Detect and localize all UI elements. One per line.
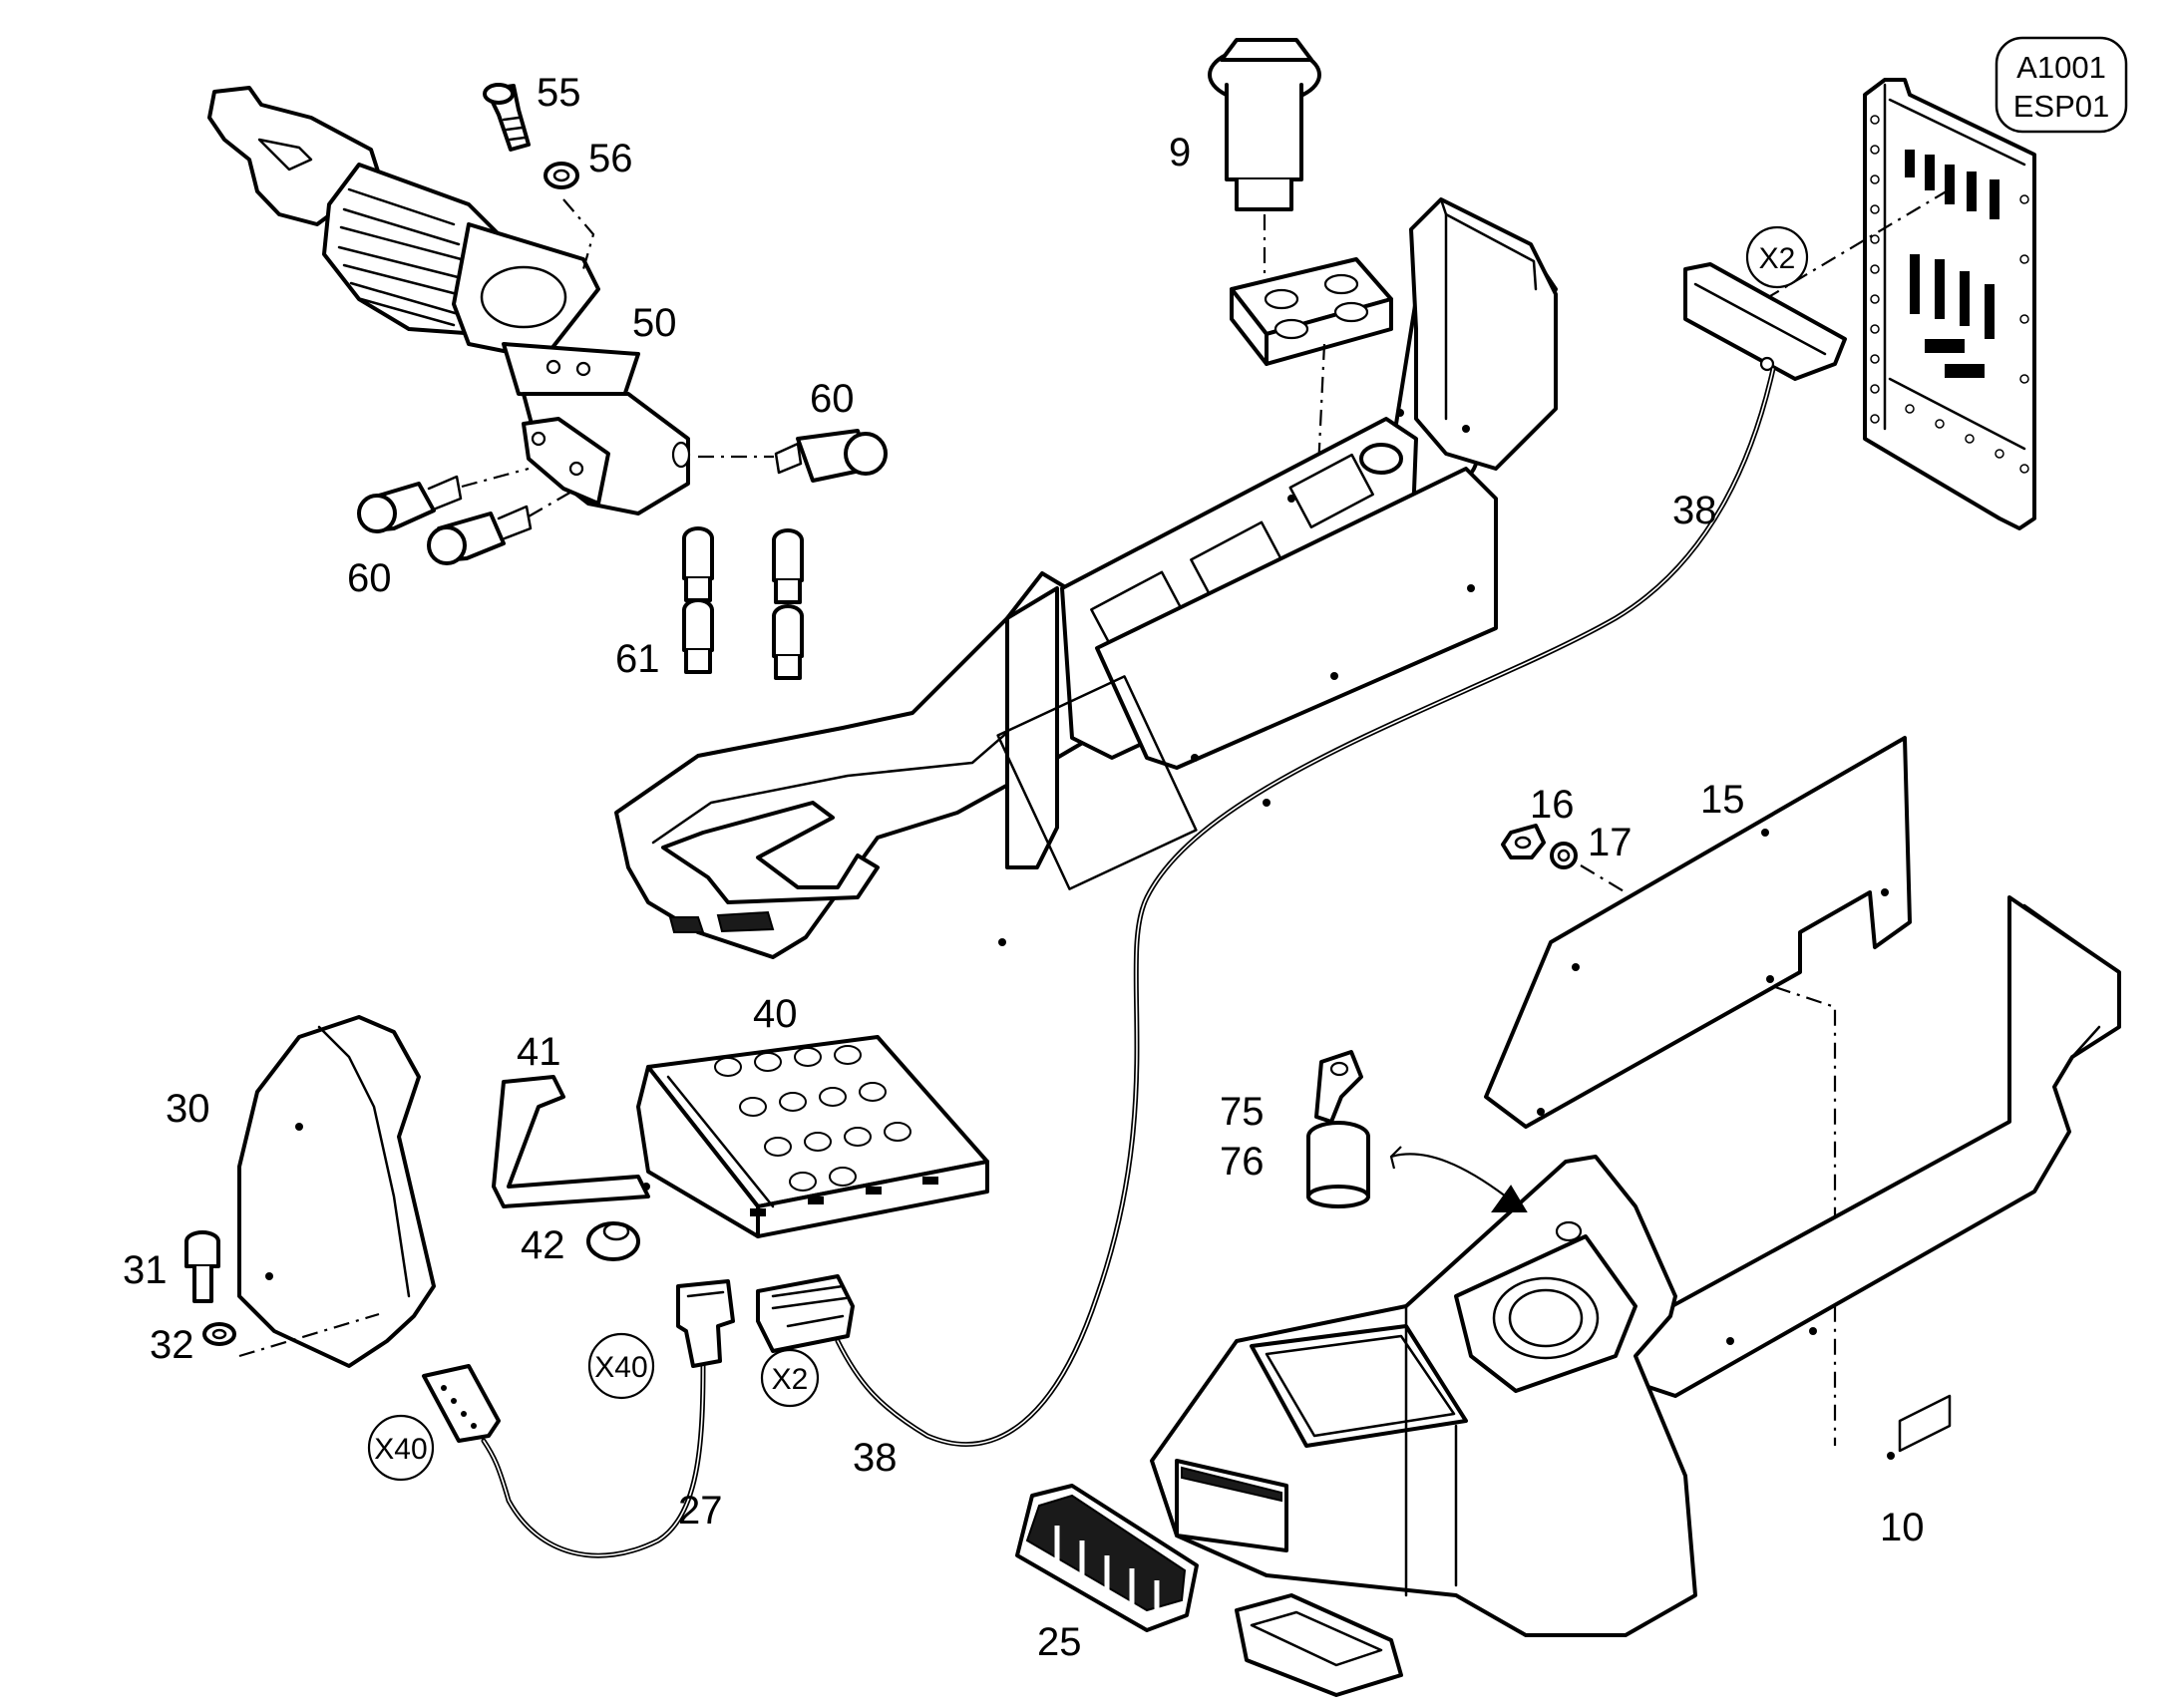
callout-30: 30 xyxy=(166,1087,210,1131)
callout-55: 55 xyxy=(537,71,581,115)
washer-32 xyxy=(202,1322,236,1346)
relay-module-40 xyxy=(636,1035,989,1238)
lower-housing-10 xyxy=(1614,895,2121,1460)
reference-box: A1001 ESP01 xyxy=(1995,36,2128,134)
screw-31 xyxy=(184,1230,220,1303)
callout-60-right: 60 xyxy=(810,377,855,421)
console-frame xyxy=(614,197,1558,959)
svg-text:X40: X40 xyxy=(594,1351,647,1384)
callout-76: 76 xyxy=(1220,1140,1265,1184)
callout-75: 75 xyxy=(1220,1090,1265,1134)
joystick-assembly xyxy=(207,86,691,515)
reference-line-2: ESP01 xyxy=(2013,89,2110,124)
washer-17 xyxy=(1550,842,1578,869)
bracket-41 xyxy=(492,1075,650,1208)
svg-text:X2: X2 xyxy=(772,1363,809,1396)
callout-31: 31 xyxy=(123,1248,168,1292)
plungers-61 xyxy=(682,526,804,680)
armrest-cover-30 xyxy=(237,1015,436,1368)
callout-15: 15 xyxy=(1700,778,1745,822)
callout-50: 50 xyxy=(632,301,677,345)
callout-10: 10 xyxy=(1880,1506,1925,1549)
key-switch-9 xyxy=(1208,38,1321,211)
cable-27 xyxy=(481,1363,706,1558)
callout-38-bottom: 38 xyxy=(853,1436,898,1480)
callout-16: 16 xyxy=(1530,783,1575,827)
grille-25 xyxy=(1015,1484,1199,1632)
callout-56: 56 xyxy=(588,137,633,180)
callout-labels: 55 56 50 60 60 61 9 38 38 16 17 15 40 41… xyxy=(123,71,1925,1664)
nut-16 xyxy=(1501,824,1546,859)
lower-housing-front xyxy=(1150,1155,1697,1637)
washer-56 xyxy=(544,162,579,189)
connector-tags: X2 X40 X2 X40 xyxy=(367,225,1809,1482)
callout-42: 42 xyxy=(521,1223,565,1267)
svg-text:X2: X2 xyxy=(1759,242,1796,275)
screw-55 xyxy=(483,83,531,152)
callout-9: 9 xyxy=(1169,131,1191,174)
mounting-bracket-9 xyxy=(1230,257,1393,366)
callout-27: 27 xyxy=(678,1489,723,1533)
tag-x40-joystick: X40 xyxy=(367,1414,435,1482)
connector-x2-board xyxy=(1683,262,1847,381)
callout-41: 41 xyxy=(517,1030,561,1074)
callout-61: 61 xyxy=(615,637,660,681)
connector-x40-joystick xyxy=(422,1364,501,1443)
switch-60-right xyxy=(774,429,888,483)
callout-60-left: 60 xyxy=(347,556,392,600)
cable-38 xyxy=(835,366,1776,1447)
tag-x2-board: X2 xyxy=(1745,225,1809,289)
connector-x2-cable xyxy=(756,1274,855,1353)
svg-text:X40: X40 xyxy=(374,1433,427,1466)
callout-17: 17 xyxy=(1588,821,1633,864)
callout-38-top: 38 xyxy=(1672,489,1717,532)
connector-x40-cable xyxy=(676,1279,735,1368)
switch-60-left-pair xyxy=(357,475,533,565)
cover-panel-15 xyxy=(1484,736,1912,1129)
callout-25: 25 xyxy=(1037,1620,1082,1664)
callout-40: 40 xyxy=(753,992,798,1036)
control-board xyxy=(1863,78,2036,530)
key-switch-75-76 xyxy=(1306,1050,1370,1208)
insertion-arrow xyxy=(1389,1146,1528,1212)
callout-32: 32 xyxy=(150,1323,194,1367)
tag-x40-cable: X40 xyxy=(587,1332,655,1400)
reference-line-1: A1001 xyxy=(2016,50,2106,85)
grille-25-small xyxy=(1235,1593,1403,1697)
knob-42 xyxy=(586,1221,640,1261)
tag-x2-cable: X2 xyxy=(760,1348,820,1408)
